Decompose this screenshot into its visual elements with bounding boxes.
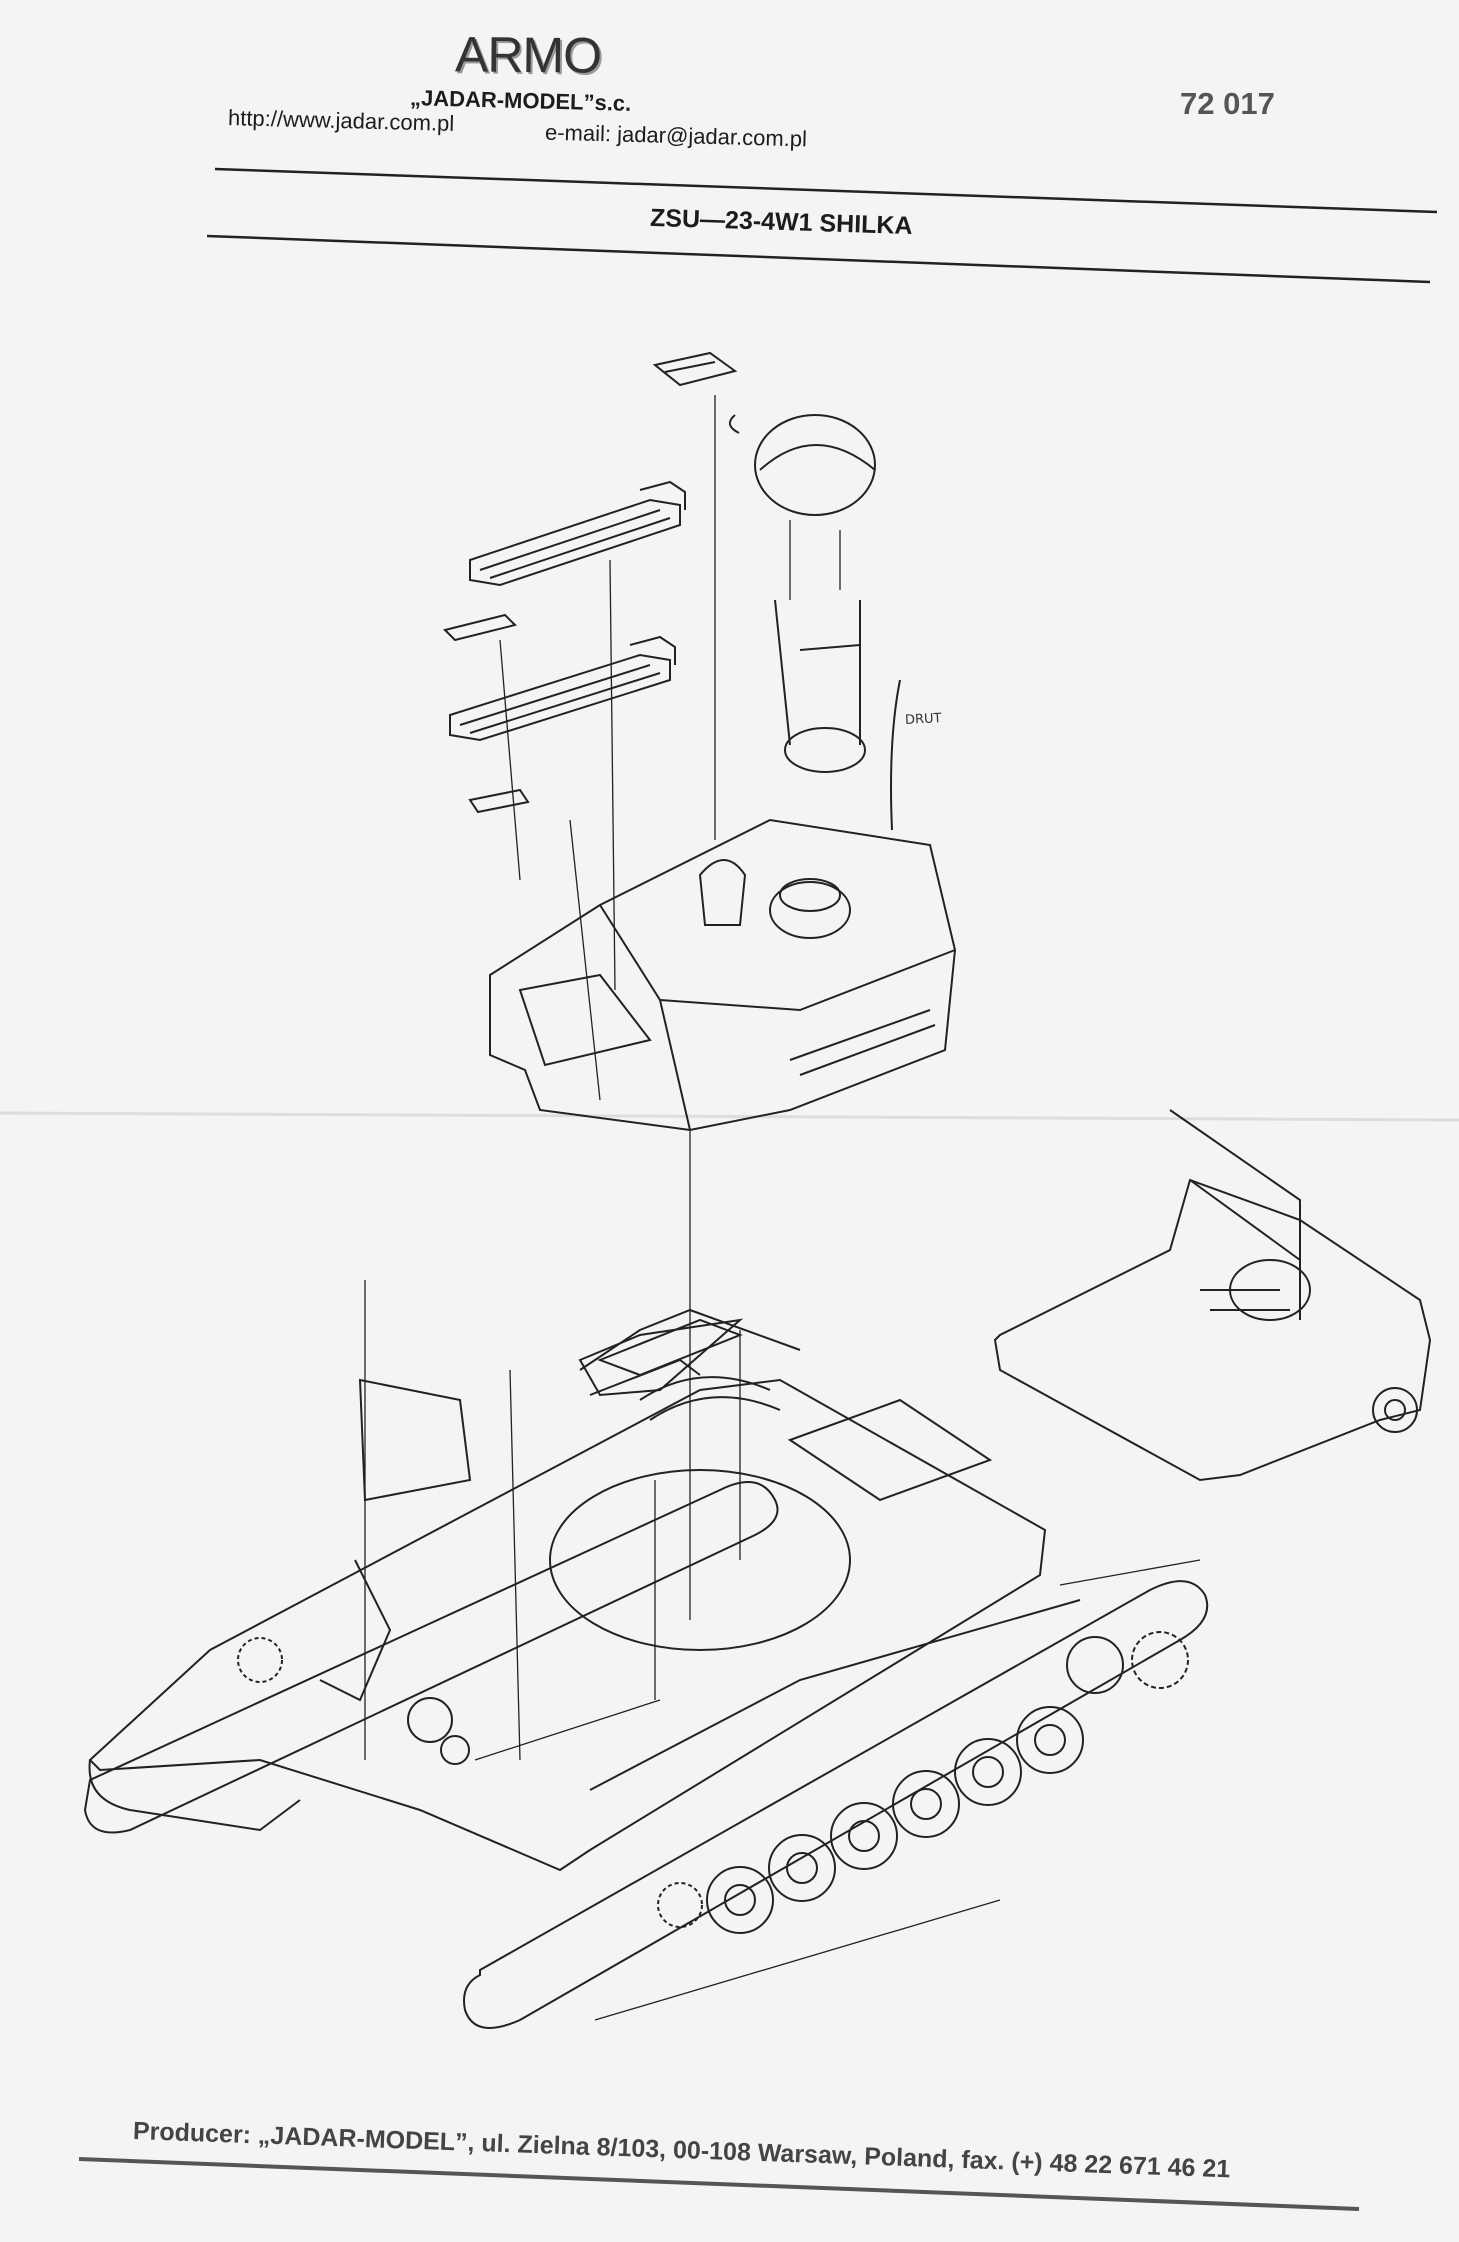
radar-mount xyxy=(774,599,866,773)
turret-body xyxy=(489,818,957,1132)
track-right xyxy=(463,1580,1209,2029)
header-rule-bottom xyxy=(206,234,1431,284)
road-wheels xyxy=(706,1706,1084,1934)
track-left xyxy=(83,1481,779,1834)
kit-number: 72 017 xyxy=(1180,86,1275,121)
wire-part xyxy=(890,679,901,831)
header-rule-top xyxy=(214,167,1438,214)
wire-label: DRUT xyxy=(904,711,942,728)
leader-lines xyxy=(364,395,1201,2021)
gun-upper xyxy=(443,480,686,642)
footer-rule xyxy=(78,2157,1360,2211)
part-cover xyxy=(652,351,738,387)
sprocket-wheels xyxy=(237,1631,1189,1928)
rear-subassembly xyxy=(993,1109,1432,1482)
hull-plate xyxy=(578,1318,744,1397)
gun-lower xyxy=(449,635,676,814)
lower-hull xyxy=(88,1308,1081,1872)
paper-fold xyxy=(0,1111,1459,1122)
side-plate xyxy=(358,1378,472,1502)
radar-dish xyxy=(728,414,876,516)
